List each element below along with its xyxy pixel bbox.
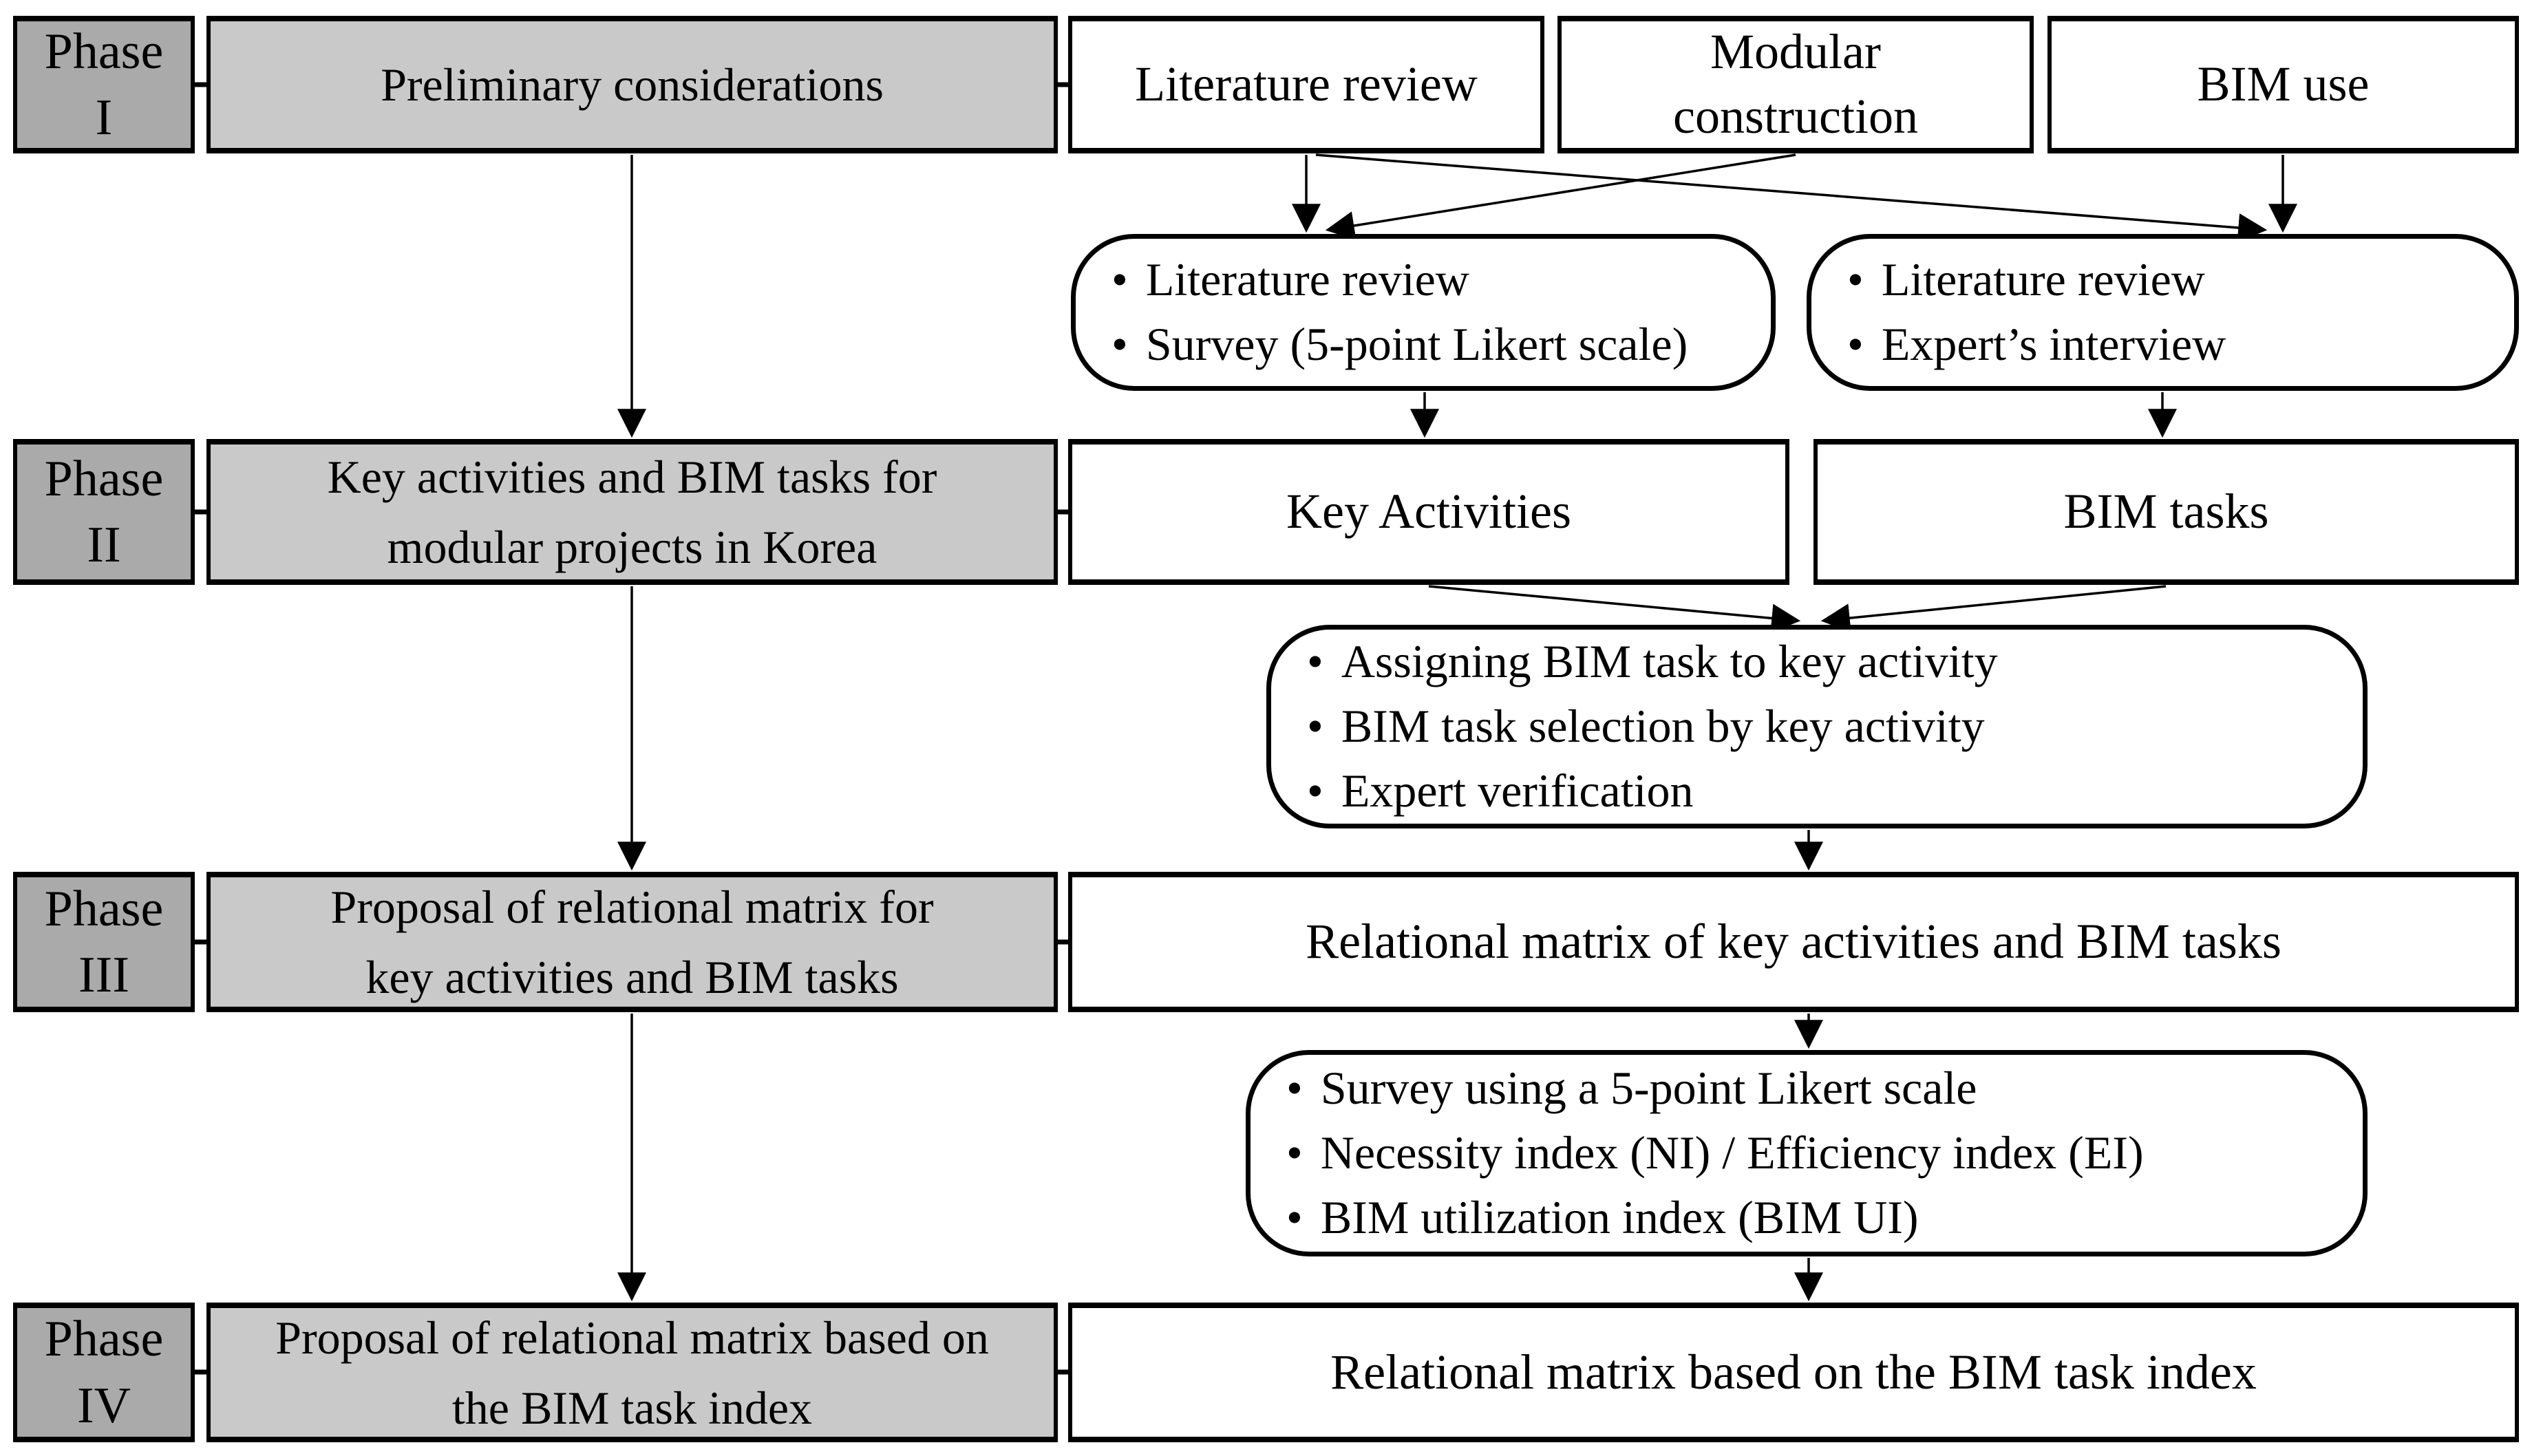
arrow-key-activities-to-matrix-methods [1428,585,1801,633]
matrix-methods-box: • Assigning BIM task to key activity • B… [1266,625,2368,828]
bullet-item: • Survey using a 5-point Likert scale [1286,1056,1977,1121]
bullet-item: • Necessity index (NI) / Efficiency inde… [1286,1121,2144,1186]
phase1-label: Phase I [13,16,195,153]
phase3-label: Phase III [13,872,195,1012]
method-text: Literature review [1881,253,2205,306]
bullet-icon: • [1286,1190,1303,1243]
bullet-item: • BIM utilization index (BIM UI) [1286,1186,1919,1250]
bullet-icon: • [1111,318,1128,370]
bullet-item: • BIM task selection by key activity [1307,694,1985,759]
method-text: Assigning BIM task to key activity [1341,635,1998,688]
box-relational-matrix: Relational matrix of key activities and … [1068,872,2519,1012]
method-text: BIM task selection by key activity [1341,700,1985,753]
arrow-modular-to-keyactivity-methods [1325,153,1796,240]
method-text: Literature review [1145,253,1469,306]
method-text: Survey (5-point Likert scale) [1145,318,1688,370]
index-methods-box: • Survey using a 5-point Likert scale • … [1246,1050,2368,1256]
method-text: Necessity index (NI) / Efficiency index … [1320,1126,2144,1179]
bullet-item: • Survey (5-point Likert scale) [1111,312,1688,377]
bullet-item: • Expert’s interview [1847,312,2226,377]
box-bim-tasks: BIM tasks [1813,439,2519,585]
bullet-item: • Assigning BIM task to key activity [1307,630,1998,694]
phase2-summary: Key activities and BIM tasks for modular… [206,439,1058,585]
phase4-label: Phase IV [13,1303,195,1442]
method-text: BIM utilization index (BIM UI) [1320,1190,1919,1243]
bullet-item: • Literature review [1847,248,2205,312]
method-text: Expert verification [1341,764,1694,817]
bullet-icon: • [1307,700,1323,753]
key-activity-methods-box: • Literature review • Survey (5-point Li… [1071,234,1776,391]
bullet-icon: • [1307,764,1323,817]
phase2-label: Phase II [13,439,195,585]
bim-task-methods-box: • Literature review • Expert’s interview [1807,234,2519,391]
bullet-icon: • [1847,253,1864,306]
phase4-summary: Proposal of relational matrix based on t… [206,1303,1058,1442]
bullet-item: • Literature review [1111,248,1469,312]
bullet-icon: • [1286,1062,1303,1115]
arrow-litreview-to-bimtask-methods [1315,153,2268,242]
method-text: Expert’s interview [1881,318,2226,370]
box-bim-use: BIM use [2047,16,2519,153]
phase3-summary: Proposal of relational matrix for key ac… [206,872,1058,1012]
box-literature-review: Literature review [1068,16,1544,153]
method-text: Survey using a 5-point Likert scale [1320,1062,1977,1115]
bullet-icon: • [1111,253,1128,306]
arrow-bim-tasks-to-matrix-methods [1820,585,2167,633]
phase1-summary: Preliminary considerations [206,16,1058,153]
bullet-icon: • [1847,318,1864,370]
box-relational-matrix-index: Relational matrix based on the BIM task … [1068,1303,2519,1442]
box-key-activities: Key Activities [1068,439,1789,585]
box-modular-construction: Modular construction [1557,16,2034,153]
bullet-icon: • [1286,1126,1303,1179]
bullet-item: • Expert verification [1307,759,1693,824]
bullet-icon: • [1307,635,1323,688]
